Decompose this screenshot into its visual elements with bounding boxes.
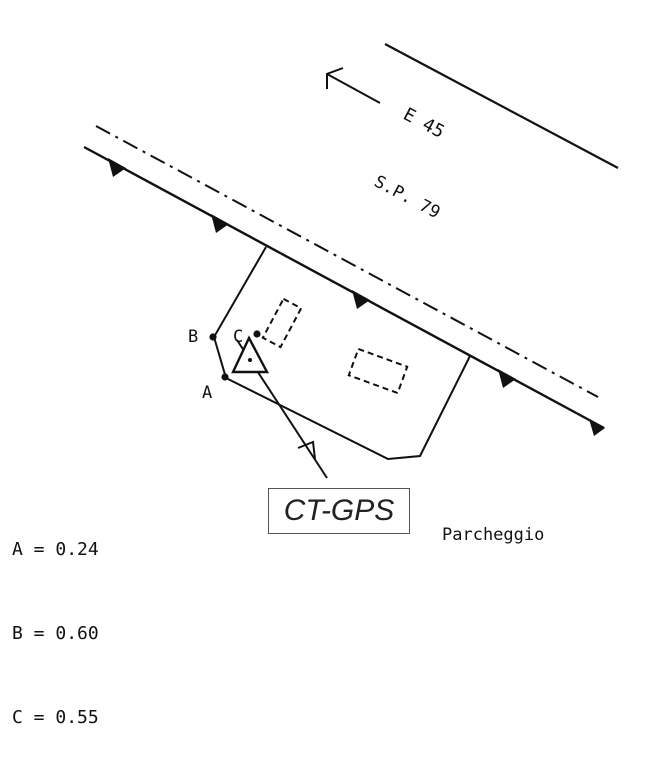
north-arrow-icon — [297, 440, 316, 460]
road-edge-lower — [83, 145, 605, 430]
legend-row: C = 0.55 — [12, 707, 99, 728]
elevation-legend: A = 0.24 B = 0.60 C = 0.55 — [12, 480, 99, 760]
station-label: CT-GPS — [283, 494, 395, 527]
direction-arrow-icon — [326, 67, 381, 104]
point-b-label: B — [188, 327, 198, 347]
parcel-outline — [212, 246, 471, 461]
building-footprint — [261, 297, 303, 349]
point-a-label: A — [202, 383, 212, 403]
site-sketch: E 45 S.P. 79 B C A — [83, 43, 619, 479]
place-label: Parcheggio — [442, 525, 545, 545]
road-edge-upper — [384, 43, 619, 169]
road-edge-ticks — [108, 158, 605, 436]
road-label: S.P. 79 — [371, 172, 444, 223]
route-label: E 45 — [400, 104, 448, 143]
road-centerline — [95, 125, 599, 398]
legend-row: B = 0.60 — [12, 623, 99, 644]
point-c-label: C — [233, 327, 243, 347]
survey-points — [209, 330, 261, 381]
building-footprint — [347, 347, 409, 395]
legend-row: A = 0.24 — [12, 539, 99, 560]
survey-triangle-icon — [231, 335, 269, 374]
station-label-box: CT-GPS — [268, 488, 410, 534]
